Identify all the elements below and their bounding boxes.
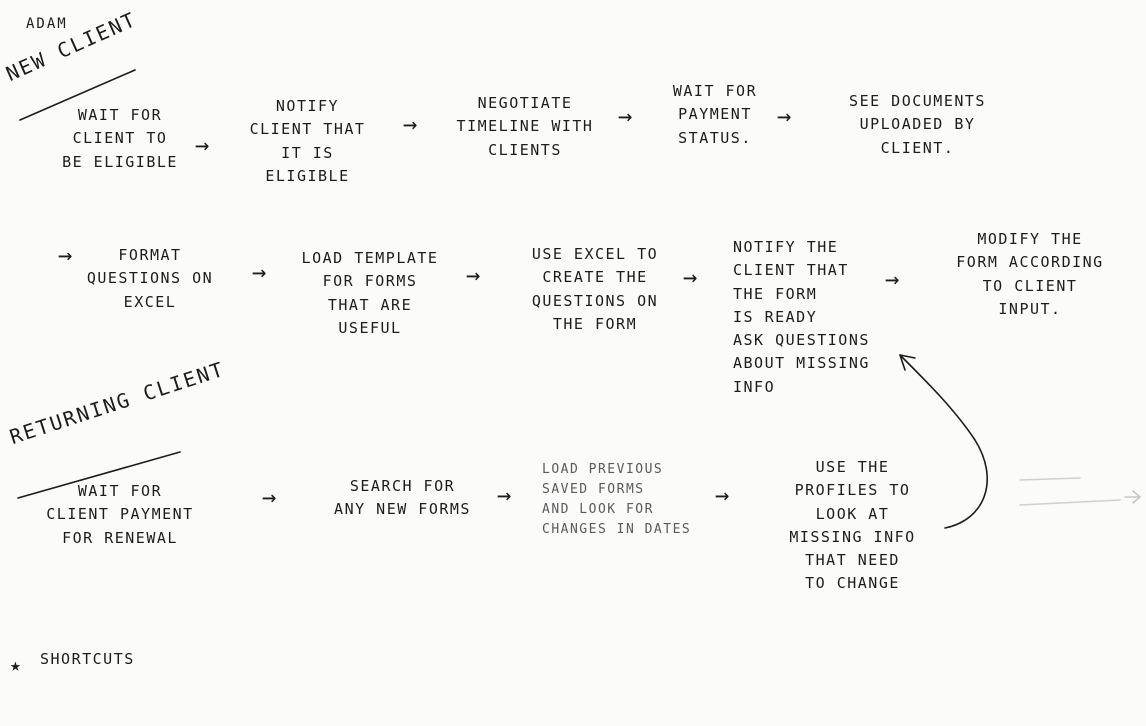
step-use-excel: USE EXCEL TO CREATE THE QUESTIONS ON THE… <box>531 245 659 333</box>
step-notify-eligible: NOTIFY CLIENT THAT IT IS ELIGIBLE <box>249 97 366 185</box>
step-modify-form: MODIFY THE FORM ACCORDING TO CLIENT INPU… <box>956 230 1104 318</box>
feedback-arrow-head <box>899 354 916 371</box>
arrow-icon: → <box>262 483 277 511</box>
step-use-profiles: USE THE PROFILES TO LOOK AT MISSING INFO… <box>789 458 916 593</box>
arrow-icon: → <box>58 241 73 269</box>
arrow-icon: → <box>885 265 900 293</box>
step-notify-form-ready: NOTIFY THE CLIENT THAT THE FORM IS READY… <box>733 238 870 396</box>
arrow-icon: → <box>403 110 418 138</box>
shortcuts-label: SHORTCUTS <box>40 650 135 668</box>
star-icon: ★ <box>10 655 23 676</box>
arrow-icon: → <box>777 102 792 130</box>
step-negotiate-timeline: NEGOTIATE TIMELINE WITH CLIENTS <box>456 94 594 159</box>
arrow-icon: → <box>195 131 210 159</box>
arrow-icon: → <box>497 481 512 509</box>
step-wait-renewal: WAIT FOR CLIENT PAYMENT FOR RENEWAL <box>46 482 194 547</box>
new-client-heading: NEW CLIENT <box>2 6 141 86</box>
arrow-icon: → <box>715 481 730 509</box>
step-load-previous: LOAD PREVIOUS SAVED FORMS AND LOOK FOR C… <box>542 462 692 538</box>
returning-client-heading: RETURNING CLIENT <box>6 356 228 449</box>
arrow-icon: → <box>618 102 633 130</box>
step-wait-eligible: WAIT FOR CLIENT TO BE ELIGIBLE <box>62 106 178 171</box>
step-see-documents: SEE DOCUMENTS UPLOADED BY CLIENT. <box>849 92 986 157</box>
faint-scribble <box>1019 477 1121 506</box>
arrow-icon: → <box>683 263 698 291</box>
step-wait-payment: WAIT FOR PAYMENT STATUS. <box>672 82 758 147</box>
arrow-icon: → <box>252 258 267 286</box>
arrow-icon: → <box>466 261 481 289</box>
step-format-questions: FORMAT QUESTIONS ON EXCEL <box>86 246 214 311</box>
step-load-template: LOAD TEMPLATE FOR FORMS THAT ARE USEFUL <box>301 249 439 337</box>
faint-arrow <box>1124 490 1142 504</box>
step-search-forms: SEARCH FOR ANY NEW FORMS <box>334 477 471 519</box>
author-name: ADAM <box>26 16 68 32</box>
